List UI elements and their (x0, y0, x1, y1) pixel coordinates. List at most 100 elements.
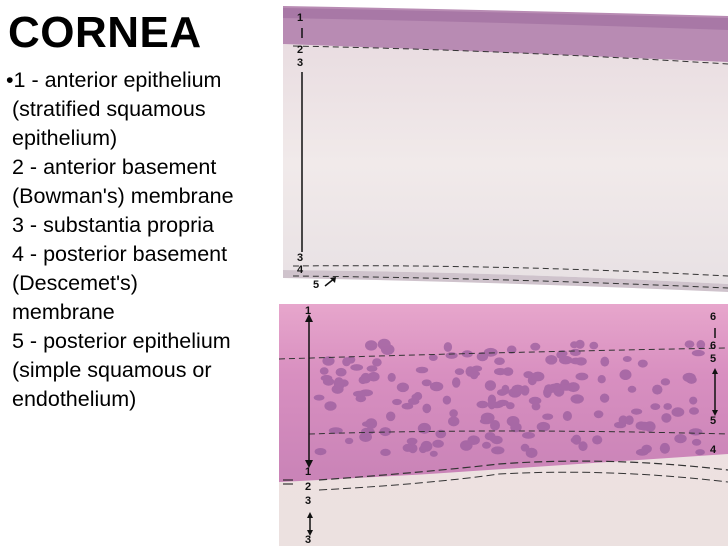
nucleus (443, 342, 453, 352)
nucleus (562, 411, 572, 421)
nucleus (661, 413, 672, 423)
legend-line: (Descemet's) (12, 271, 138, 295)
nucleus (479, 417, 493, 425)
nucleus (638, 421, 651, 431)
nucleus (496, 389, 508, 396)
nucleus (372, 358, 382, 367)
label-layer-5: 5 (710, 415, 717, 427)
nucleus (494, 357, 505, 365)
nucleus (522, 432, 535, 439)
label-layer-1: 1 (305, 466, 312, 478)
nucleus (454, 368, 465, 375)
nucleus (691, 438, 702, 446)
nucleus (322, 356, 335, 366)
label-layer-3: 3 (305, 534, 312, 546)
nucleus (344, 437, 354, 445)
legend-line: 4 - posterior basement (12, 242, 228, 266)
nucleus (401, 402, 414, 410)
nucleus (597, 375, 606, 384)
nucleus (415, 366, 429, 374)
legend-line: epithelium) (12, 126, 118, 150)
label-layer-4: 4 (297, 264, 304, 276)
nucleus (619, 369, 632, 380)
nucleus (506, 345, 517, 354)
nucleus (386, 411, 396, 422)
nucleus (689, 407, 699, 415)
nucleus (491, 446, 505, 455)
nucleus (575, 372, 589, 381)
nucleus (570, 357, 582, 365)
nucleus (659, 442, 670, 454)
nucleus (442, 395, 452, 405)
micrograph-bottom: 1 1 2 3 3 6 6 5 5 4 (279, 304, 728, 546)
nucleus (467, 435, 480, 445)
nucleus (614, 421, 627, 429)
nucleus (422, 403, 432, 414)
label-layer-4: 4 (710, 444, 717, 456)
nucleus (324, 401, 337, 411)
nucleus (476, 400, 489, 409)
micrograph-top: 1 2 3 3 4 5 (283, 0, 728, 296)
nucleus (528, 396, 542, 405)
nucleus (637, 359, 648, 368)
nucleus (428, 354, 438, 361)
legend-line: •1 - anterior epithelium (6, 68, 222, 92)
nucleus (650, 403, 661, 410)
nucleus (449, 409, 458, 418)
label-layer-3: 3 (305, 495, 312, 507)
nucleus (322, 377, 335, 386)
nucleus (353, 390, 366, 398)
nucleus (631, 408, 643, 415)
nucleus (689, 396, 698, 405)
nucleus (688, 428, 703, 436)
nucleus (429, 450, 438, 457)
nucleus (396, 382, 409, 393)
nucleus (569, 348, 581, 356)
micrograph-top-image (283, 0, 728, 296)
nucleus (421, 379, 432, 387)
nucleus (420, 440, 433, 452)
nucleus (490, 420, 500, 431)
legend-line: 3 - substantia propria (12, 213, 214, 237)
nucleus (545, 355, 558, 365)
label-layer-1: 1 (305, 305, 312, 317)
nucleus (350, 364, 364, 371)
nucleus (432, 439, 444, 448)
legend-line: (stratified squamous (12, 97, 206, 121)
page-title: CORNEA (8, 8, 202, 57)
nucleus (682, 372, 696, 383)
label-layer-6: 6 (710, 311, 717, 323)
label-layer-6: 6 (710, 340, 717, 352)
legend: •1 - anterior epithelium (stratified squ… (6, 66, 274, 414)
nucleus (663, 403, 672, 410)
nucleus (593, 410, 604, 419)
nucleus (627, 385, 637, 393)
nucleus (445, 352, 458, 359)
legend-line: endothelium) (12, 387, 137, 411)
nucleus (494, 368, 507, 376)
label-layer-1: 1 (297, 12, 304, 24)
nucleus (641, 444, 652, 454)
nucleus (366, 365, 378, 372)
label-layer-3: 3 (297, 57, 304, 69)
nucleus (525, 447, 538, 458)
nucleus (652, 384, 663, 395)
label-layer-5: 5 (710, 353, 717, 365)
nucleus (589, 341, 599, 350)
micrograph-bottom-image (279, 304, 728, 546)
nucleus (600, 356, 610, 367)
legend-line: 5 - posterior epithelium (12, 329, 231, 353)
nucleus (429, 381, 444, 392)
nucleus (520, 443, 530, 452)
nucleus (671, 407, 685, 417)
cell-nuclei (313, 338, 706, 458)
nucleus (377, 338, 391, 350)
nucleus (536, 421, 551, 432)
nucleus (542, 413, 554, 420)
nucleus (482, 441, 491, 449)
legend-line: membrane (12, 300, 115, 324)
label-layer-5: 5 (313, 279, 320, 291)
label-layer-2: 2 (305, 481, 312, 493)
nucleus (502, 367, 514, 376)
nucleus (559, 384, 573, 391)
